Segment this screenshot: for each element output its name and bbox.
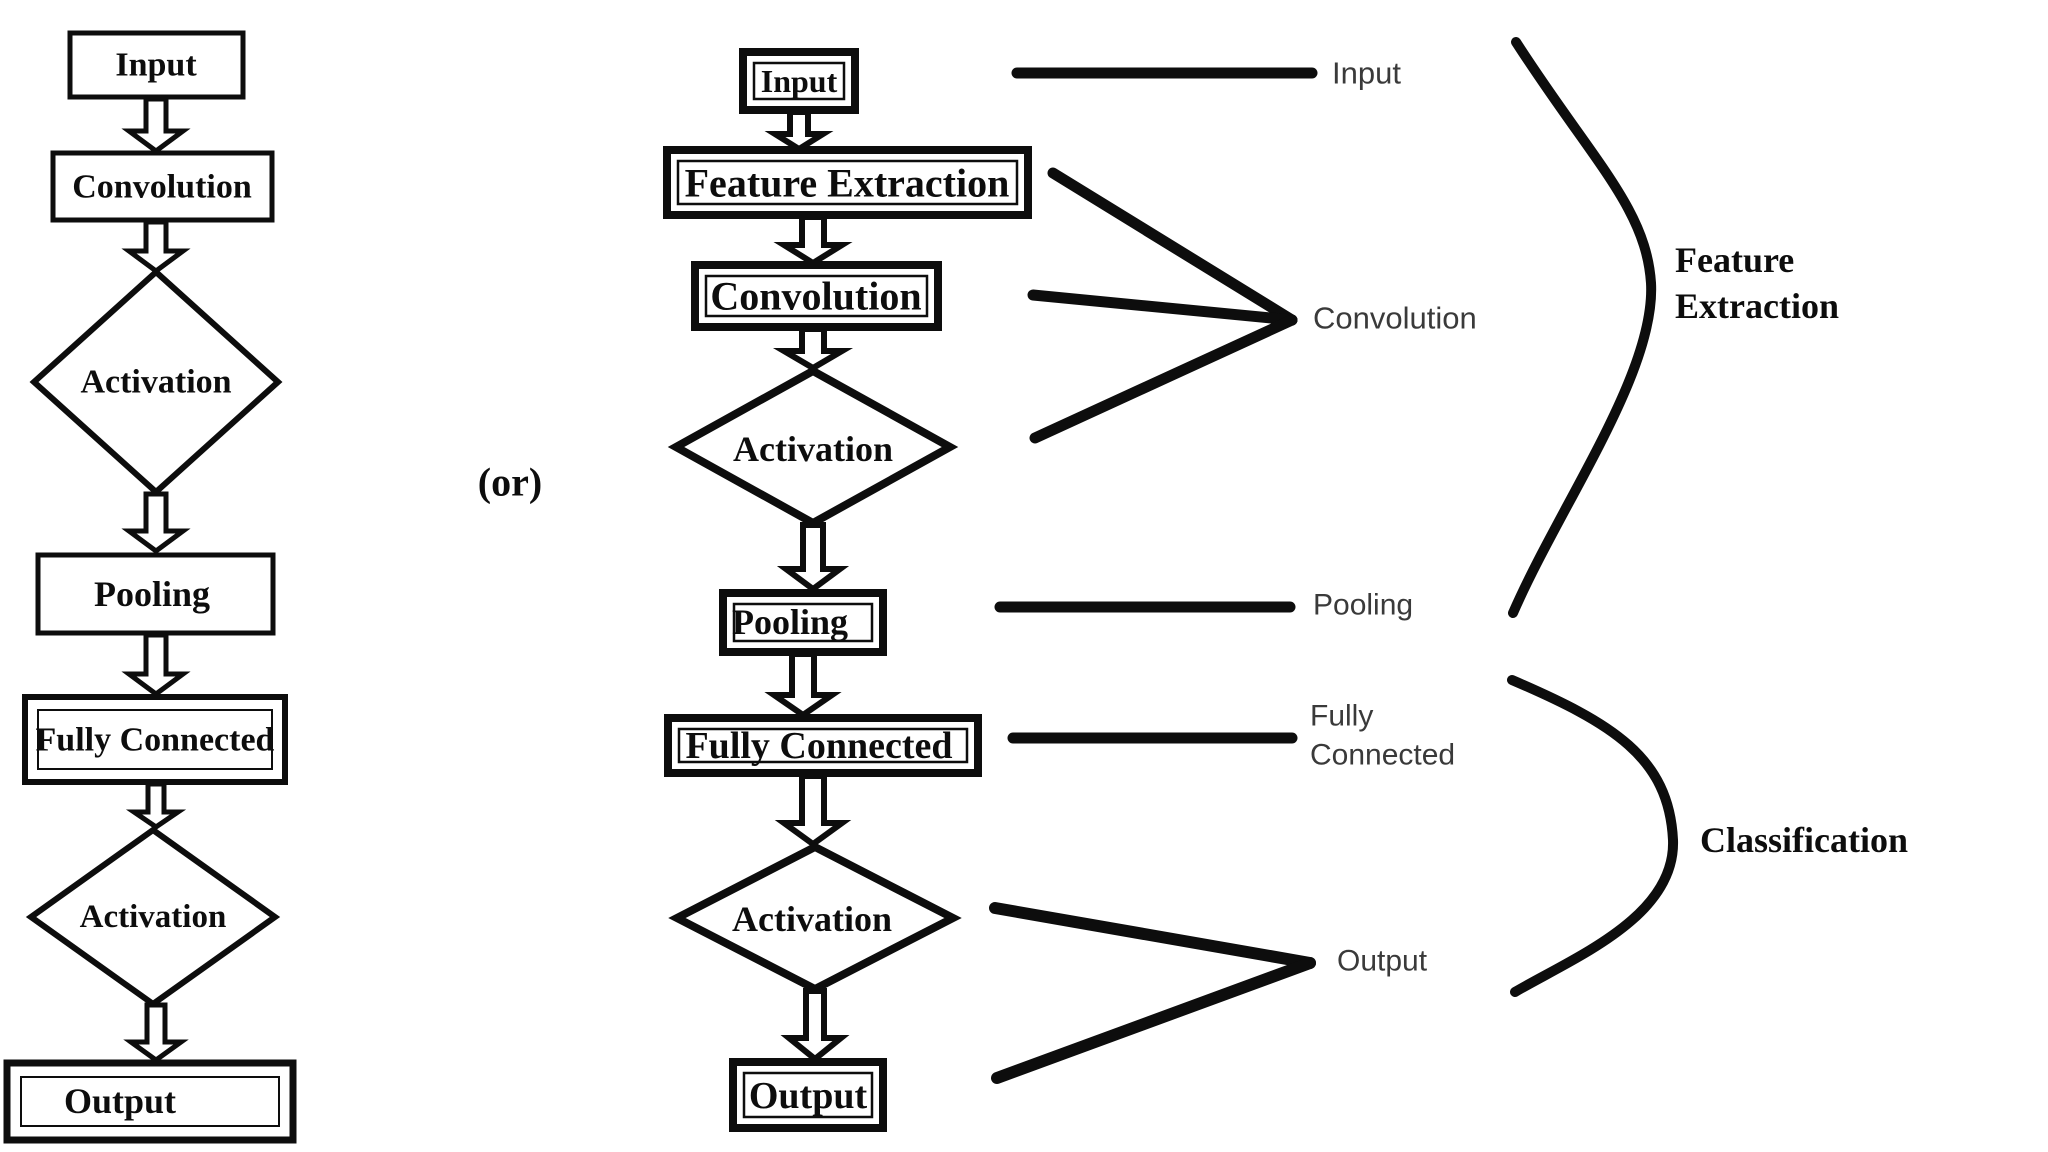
center-node-feature-extraction-label: Feature Extraction	[685, 161, 1010, 206]
center-flowchart: Input Feature Extraction Convolution Act…	[663, 48, 1032, 1132]
left-node-fully-connected-label: Fully Connected	[36, 722, 275, 759]
left-node-fully-connected-box	[22, 694, 288, 785]
center-arrow-1-down-icon	[764, 109, 834, 153]
feature-extraction-brace	[1508, 37, 1657, 618]
callout-line-convolution-lower	[1029, 314, 1298, 444]
callout-line-output-lower	[991, 957, 1316, 1084]
center-arrow-7-down-icon	[780, 988, 850, 1063]
left-node-activation2-label: Activation	[80, 899, 227, 935]
center-node-output-inner-border	[742, 1071, 874, 1119]
left-flowchart: Input Convolution Activation Pooling Ful…	[3, 30, 297, 1144]
left-node-output-inner-border	[20, 1076, 280, 1127]
center-node-fully-connected-inner-border	[677, 727, 969, 764]
left-arrow-2-down-icon	[121, 219, 191, 275]
callout-label-fully-connected-line1: Fully	[1310, 700, 1373, 733]
classification-brace-label: Classification	[1700, 820, 1908, 860]
callout-label-input: Input	[1332, 56, 1401, 91]
callout-line-output-upper	[989, 902, 1316, 969]
center-node-input-label: Input	[761, 63, 838, 99]
feature-extraction-brace-label-line2: Extraction	[1675, 286, 1839, 326]
callout-label-output: Output	[1337, 945, 1428, 978]
callout-label-fully-connected-line2: Connected	[1310, 739, 1455, 772]
center-node-feature-extraction-inner-border	[676, 159, 1019, 206]
center-arrow-4-down-icon	[776, 522, 850, 593]
left-node-input-label: Input	[115, 47, 197, 84]
left-node-pooling-label: Pooling	[94, 574, 210, 614]
left-arrow-3-down-icon	[121, 491, 191, 555]
center-node-fully-connected-label: Fully Connected	[685, 725, 952, 767]
callout-label-convolution: Convolution	[1313, 301, 1477, 336]
center-arrow-3-down-icon	[772, 326, 854, 372]
callouts: Input Convolution Pooling Fully Connecte…	[989, 56, 1477, 1084]
center-arrow-2-down-icon	[773, 214, 853, 267]
center-node-input-box	[739, 48, 859, 114]
left-arrow-4-down-icon	[121, 632, 191, 698]
center-node-activation2-label: Activation	[732, 899, 892, 939]
left-node-output-box	[3, 1059, 297, 1144]
classification-brace	[1507, 675, 1679, 997]
left-arrow-5-down-icon	[125, 781, 187, 831]
center-node-pooling-label: Pooling	[732, 602, 848, 642]
stage-braces: Feature Extraction Classification	[1507, 37, 1908, 997]
callout-label-pooling: Pooling	[1313, 589, 1413, 622]
center-node-pooling-inner-border	[732, 602, 874, 643]
left-node-fully-connected-inner-border	[37, 709, 273, 770]
left-node-output-label: Output	[64, 1081, 176, 1121]
left-arrow-6-down-icon	[123, 1002, 189, 1064]
callout-line-convolution-upper	[1047, 167, 1298, 326]
center-node-convolution-inner-border	[704, 274, 929, 318]
callout-line-convolution-middle	[1027, 289, 1298, 326]
left-node-convolution-label: Convolution	[72, 169, 252, 206]
feature-extraction-brace-label-line1: Feature	[1675, 240, 1794, 280]
center-node-activation1-label: Activation	[733, 429, 893, 469]
center-node-output-label: Output	[749, 1075, 868, 1117]
left-node-activation1-label: Activation	[80, 364, 231, 401]
left-node-pooling-box	[35, 552, 276, 636]
or-separator-label: (or)	[478, 460, 542, 505]
left-arrow-1-down-icon	[121, 96, 191, 155]
center-node-input-inner-border	[752, 61, 846, 101]
center-node-convolution-label: Convolution	[710, 274, 921, 319]
center-arrow-6-down-icon	[774, 773, 852, 848]
center-arrow-5-down-icon	[764, 651, 842, 719]
